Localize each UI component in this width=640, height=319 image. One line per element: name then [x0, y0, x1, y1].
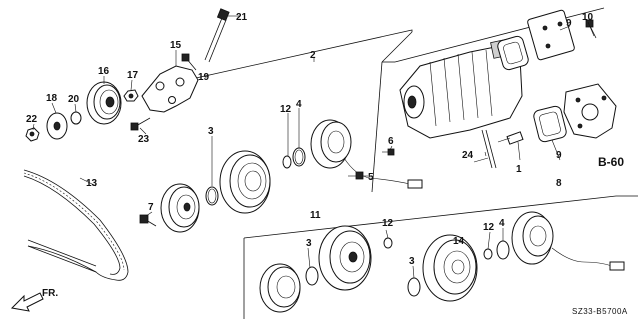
- nut-17: [123, 89, 139, 102]
- callout-18: 18: [46, 93, 58, 104]
- direction-label: FR.: [42, 288, 58, 299]
- callout-5: 5: [368, 172, 374, 183]
- idler-pulley-16: [86, 81, 122, 125]
- reference-b60: B-60: [598, 155, 624, 169]
- armature-plate-front: [160, 183, 200, 233]
- compressor-group-outline: [195, 7, 605, 193]
- snap-ring-3-right: [407, 277, 421, 297]
- gasket-9-lower: [533, 105, 567, 143]
- cover-plate-upper: [527, 9, 575, 61]
- rear-cover: [563, 83, 617, 139]
- bolt-19: [181, 53, 197, 71]
- washer-18: [46, 112, 68, 140]
- callout-23: 23: [138, 134, 150, 145]
- bolt-7: [139, 214, 157, 227]
- callout-24: 24: [462, 150, 474, 161]
- callout-10: 10: [582, 12, 594, 23]
- callout-21: 21: [236, 12, 248, 23]
- snap-ring-4: [292, 147, 306, 167]
- clutch-pulley-right: [422, 234, 478, 302]
- callout-4-right: 4: [499, 218, 505, 229]
- callout-6: 6: [388, 136, 394, 147]
- callout-3-right: 3: [409, 256, 415, 267]
- clutch-pulley-front: [219, 150, 271, 214]
- callout-16: 16: [98, 66, 110, 77]
- callout-15: 15: [170, 40, 182, 51]
- shim-12-lower: [383, 237, 393, 249]
- callout-11: 11: [310, 210, 321, 221]
- screw-5: [348, 171, 364, 180]
- shim-12-right: [483, 248, 493, 260]
- drive-belt-13: [23, 169, 129, 281]
- callout-9-lower: 9: [556, 150, 562, 161]
- callout-9-upper: 9: [566, 18, 572, 29]
- callout-4: 4: [296, 99, 302, 110]
- snap-ring-4-right: [496, 240, 510, 260]
- callout-3: 3: [208, 126, 214, 137]
- callout-17: 17: [127, 70, 139, 81]
- diagram-code: SZ33-B5700A: [572, 307, 628, 316]
- callout-8: 8: [556, 178, 562, 189]
- bolt-23: [130, 117, 151, 131]
- shim-12: [282, 155, 292, 169]
- bolt-10: [585, 19, 597, 39]
- snap-ring-3-lower: [305, 266, 319, 286]
- spacer-20: [70, 111, 82, 125]
- armature-plate-lower: [259, 263, 301, 313]
- callout-19: 19: [198, 72, 210, 83]
- snap-ring-3: [205, 186, 219, 206]
- callout-labels: 1 2 3 3 3 4 4 5 6 7 8 9 9 10 11 12 12 12…: [26, 12, 628, 316]
- nut-22: [25, 127, 40, 142]
- callout-14: 14: [453, 236, 465, 247]
- callout-2: 2: [310, 50, 316, 61]
- leader-lines: [32, 21, 595, 279]
- field-coil: [310, 119, 423, 189]
- callout-1: 1: [516, 164, 522, 175]
- gasket-9-upper: [497, 35, 529, 71]
- callout-13: 13: [86, 178, 98, 189]
- callout-3-lower: 3: [306, 238, 312, 249]
- field-coil-right: [511, 211, 625, 271]
- clutch-pulley-lower: [318, 225, 372, 291]
- callout-22: 22: [26, 114, 38, 125]
- clutch-group-outline: [243, 195, 638, 319]
- callout-12: 12: [280, 104, 292, 115]
- adjusting-bracket: [141, 65, 199, 113]
- callout-12-lower: 12: [382, 218, 394, 229]
- screw-6: [382, 148, 395, 156]
- switch-24: [481, 129, 497, 169]
- callout-20: 20: [68, 94, 80, 105]
- relief-valve-1: [497, 131, 524, 145]
- callout-7: 7: [148, 202, 154, 213]
- front-direction-arrow: [10, 292, 44, 312]
- bolt-21: [204, 8, 240, 63]
- callout-12-right: 12: [483, 222, 495, 233]
